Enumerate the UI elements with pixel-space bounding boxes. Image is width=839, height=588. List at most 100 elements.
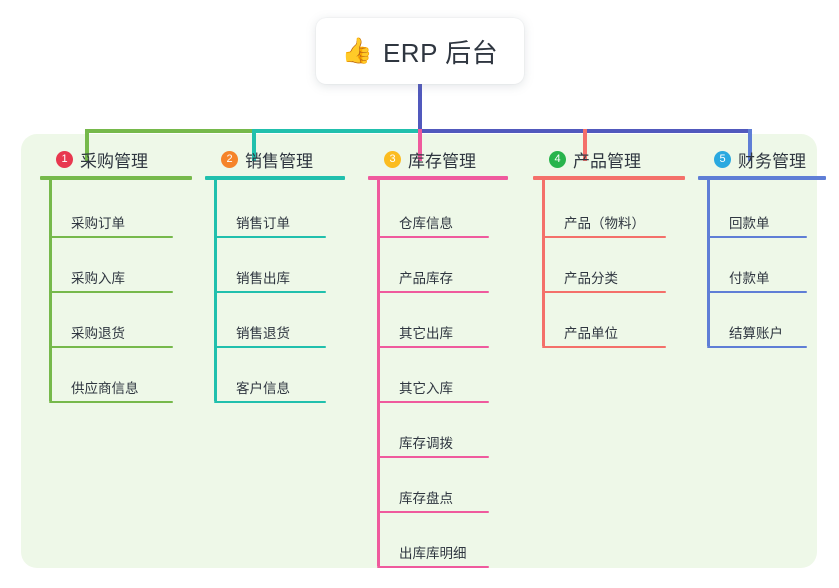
leaf-node[interactable]: 付款单 [707,267,807,293]
branch-spine-1 [49,180,52,401]
branch-title-1: 采购管理 [80,151,148,171]
drop-col-5 [748,129,752,161]
leaf-node[interactable]: 产品库存 [377,267,489,293]
leaf-label: 产品单位 [564,326,618,341]
branch-badge-4: 4 [549,150,566,168]
leaf-node[interactable]: 采购入库 [49,267,173,293]
leaf-underline [214,291,326,293]
leaf-node[interactable]: 销售出库 [214,267,326,293]
leaf-underline [49,401,173,403]
leaf-node[interactable]: 仓库信息 [377,212,489,238]
leaf-label: 回款单 [729,216,770,231]
leaf-node[interactable]: 销售退货 [214,322,326,348]
leaf-node[interactable]: 采购退货 [49,322,173,348]
branch-underline-4 [533,176,685,180]
leaf-label: 库存盘点 [399,491,453,506]
branch-header-4[interactable]: 4 产品管理 [533,146,685,172]
leaf-label: 产品分类 [564,271,618,286]
branch-column-5: 5 财务管理 回款单 付款单 结算账户 [698,146,826,348]
branch-body-5: 回款单 付款单 结算账户 [698,180,826,348]
branch-body-3: 仓库信息 产品库存 其它出库 其它入库 库存调拨 库存盘点 出库库明细 [368,180,508,568]
bus-segment-green [85,129,254,133]
leaf-underline [542,291,666,293]
branch-badge-3: 3 [384,150,401,168]
leaf-node[interactable]: 客户信息 [214,377,326,403]
leaf-underline [377,401,489,403]
leaf-node[interactable]: 采购订单 [49,212,173,238]
branch-badge-5: 5 [714,150,731,168]
leaf-underline [377,236,489,238]
branch-title-4: 产品管理 [573,151,641,171]
root-title: ERP 后台 [382,37,499,68]
leaf-underline [377,566,489,568]
leaf-label: 采购订单 [71,216,125,231]
leaf-label: 付款单 [729,271,770,286]
leaf-label: 客户信息 [236,381,290,396]
leaf-label: 采购入库 [71,271,125,286]
branch-spine-2 [214,180,217,401]
leaf-node[interactable]: 结算账户 [707,322,807,348]
leaf-node[interactable]: 产品分类 [542,267,666,293]
leaf-underline [377,456,489,458]
leaf-underline [377,511,489,513]
drop-col-3 [418,129,422,161]
branch-underline-2 [205,176,345,180]
leaf-label: 其它出库 [399,326,453,341]
drop-col-4 [583,129,587,161]
leaf-node[interactable]: 其它入库 [377,377,489,403]
leaf-label: 结算账户 [729,326,783,341]
branch-title-5: 财务管理 [738,151,806,171]
leaf-node[interactable]: 销售订单 [214,212,326,238]
drop-col-2 [252,129,256,161]
thumbs-up-icon: 👍 [341,36,373,65]
leaf-underline [49,291,173,293]
leaf-underline [214,236,326,238]
leaf-underline [214,346,326,348]
leaf-label: 库存调拨 [399,436,453,451]
leaf-node[interactable]: 库存盘点 [377,487,489,513]
branch-spine-4 [542,180,545,346]
leaf-underline [214,401,326,403]
leaf-node[interactable]: 库存调拨 [377,432,489,458]
leaf-node[interactable]: 产品单位 [542,322,666,348]
leaf-underline [707,291,807,293]
branch-header-1[interactable]: 1 采购管理 [40,146,192,172]
branch-underline-3 [368,176,508,180]
leaf-label: 销售出库 [236,271,290,286]
branch-header-2[interactable]: 2 销售管理 [205,146,345,172]
leaf-label: 销售订单 [236,216,290,231]
leaf-underline [707,346,807,348]
leaf-label: 销售退货 [236,326,290,341]
leaf-label: 其它入库 [399,381,453,396]
leaf-underline [542,236,666,238]
branch-body-4: 产品（物料） 产品分类 产品单位 [533,180,685,348]
branch-badge-2: 2 [221,150,238,168]
leaf-node[interactable]: 供应商信息 [49,377,173,403]
leaf-label: 产品库存 [399,271,453,286]
branch-body-2: 销售订单 销售出库 销售退货 客户信息 [205,180,345,403]
leaf-underline [707,236,807,238]
leaf-underline [49,346,173,348]
bus-segment-teal [252,129,420,133]
branch-title-2: 销售管理 [245,151,313,171]
branch-column-4: 4 产品管理 产品（物料） 产品分类 产品单位 [533,146,685,348]
leaf-node[interactable]: 出库库明细 [377,542,489,568]
leaf-label: 采购退货 [71,326,125,341]
leaf-node[interactable]: 回款单 [707,212,807,238]
leaf-label: 出库库明细 [399,546,467,561]
branch-body-1: 采购订单 采购入库 采购退货 供应商信息 [40,180,192,403]
branch-underline-5 [698,176,826,180]
leaf-node[interactable]: 其它出库 [377,322,489,348]
branch-column-1: 1 采购管理 采购订单 采购入库 采购退货 供应商信息 [40,146,192,403]
content-panel [21,134,817,568]
branch-badge-1: 1 [56,150,73,168]
branch-spine-3 [377,180,380,566]
branch-column-2: 2 销售管理 销售订单 销售出库 销售退货 客户信息 [205,146,345,403]
root-stem [418,84,422,131]
root-node[interactable]: 👍 ERP 后台 [316,18,524,84]
branch-header-5[interactable]: 5 财务管理 [698,146,826,172]
leaf-node[interactable]: 产品（物料） [542,212,666,238]
